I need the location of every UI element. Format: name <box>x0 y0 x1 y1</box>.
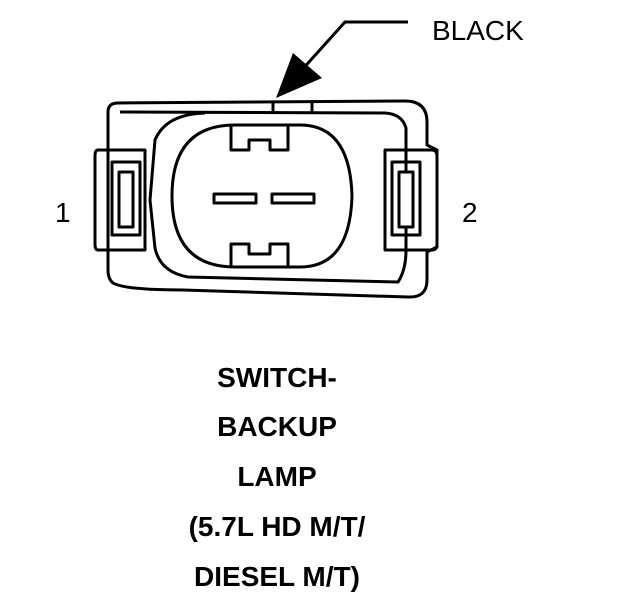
wire-color-label: BLACK <box>432 15 524 46</box>
terminal-slot-2 <box>270 192 316 205</box>
housing-top-notch <box>271 102 314 112</box>
left-latch <box>93 148 147 252</box>
left-latch-slot-inner <box>117 170 135 229</box>
caption-line-1: SWITCH- <box>217 362 337 393</box>
right-latch <box>383 148 439 252</box>
pin-label-1: 1 <box>55 197 71 228</box>
mating-face <box>170 123 354 269</box>
key-notch-top <box>229 126 290 152</box>
pin-label-2: 2 <box>462 197 478 228</box>
housing-inner-contour <box>119 110 408 284</box>
component-caption: SWITCH- BACKUP LAMP (5.7L HD M/T/ DIESEL… <box>189 362 366 592</box>
wire-color-callout: BLACK <box>276 15 524 98</box>
caption-line-3: LAMP <box>237 461 316 492</box>
housing-outline <box>106 99 439 299</box>
caption-line-5: DIESEL M/T) <box>194 561 360 592</box>
caption-line-4: (5.7L HD M/T/ <box>189 511 366 542</box>
terminal-slot-1 <box>212 192 258 205</box>
right-latch-slot <box>390 160 422 237</box>
leader-arrowhead <box>276 53 322 98</box>
key-notch-bottom <box>229 242 290 266</box>
connector-body <box>93 99 439 299</box>
caption-line-2: BACKUP <box>217 411 337 442</box>
left-latch-slot <box>110 160 142 237</box>
leader-line <box>298 20 408 74</box>
right-latch-slot-inner <box>397 170 415 229</box>
